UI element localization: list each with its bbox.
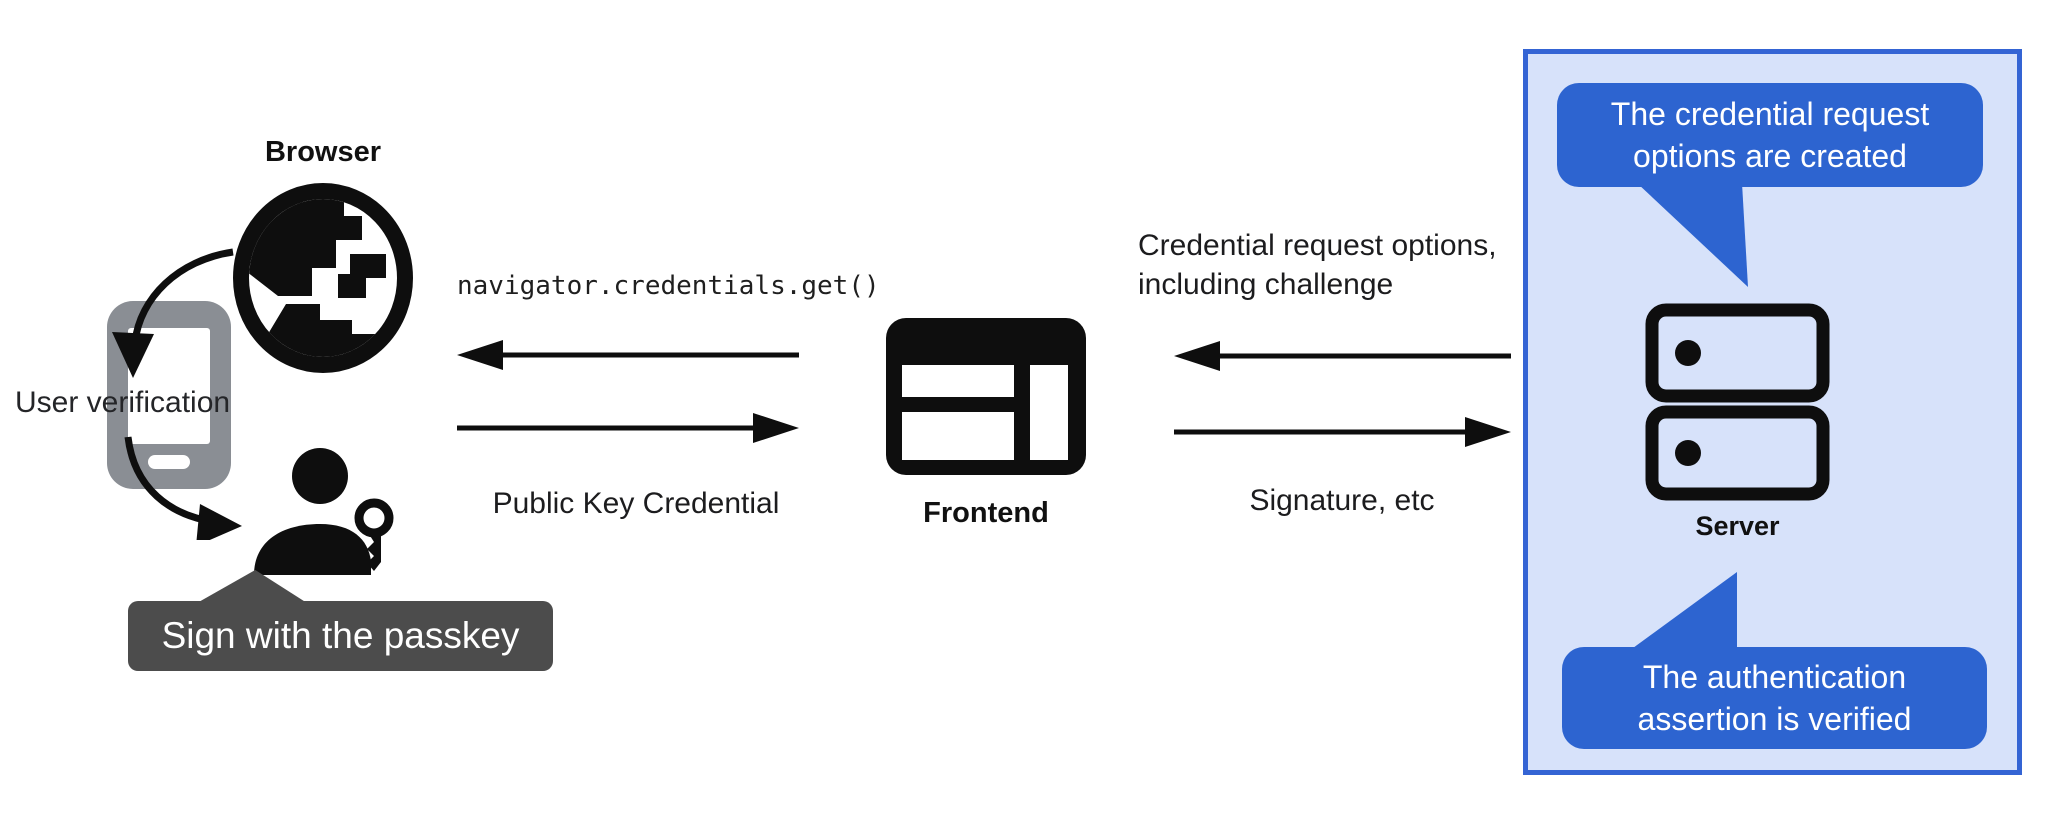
curved-flow-arrows: [112, 248, 242, 540]
browser-window-icon: [886, 318, 1086, 475]
globe-icon: [233, 183, 413, 373]
passkey-tooltip: Sign with the passkey: [128, 601, 553, 671]
frontend-label: Frontend: [923, 497, 1049, 529]
arrow-frontend-to-browser: [457, 340, 799, 370]
speech-bubble-bottom-line2: assertion is verified: [1637, 701, 1912, 737]
signature-label: Signature, etc: [1249, 484, 1435, 517]
speech-bubble-bottom: The authentication assertion is verified: [1562, 647, 1987, 749]
public-key-credential-label: Public Key Credential: [492, 487, 780, 520]
speech-bubble-top-tail: [1637, 183, 1748, 287]
smartphone-icon: [107, 301, 231, 489]
key-icon: [354, 498, 394, 571]
arrow-browser-to-phone: [131, 248, 234, 343]
server-stack-icon: [1645, 303, 1830, 501]
speech-bubble-bottom-line1: The authentication: [1642, 659, 1907, 695]
server-label: Server: [1695, 511, 1780, 541]
speech-bubble-top: The credential request options are creat…: [1557, 83, 1983, 187]
credential-request-line1: Credential request options,: [1138, 229, 1497, 262]
arrow-browser-to-frontend: [457, 413, 799, 443]
credentials-get-call-label: navigator.credentials.get(): [457, 271, 880, 301]
speech-bubble-bottom-tail: [1633, 572, 1737, 648]
user-verification-label: User verification: [15, 386, 231, 419]
arrow-browser-to-phone-head: [112, 332, 154, 378]
person-with-key-icon: [254, 448, 394, 575]
arrow-server-to-frontend: [1174, 341, 1511, 371]
credential-request-options-label: Credential request options, including ch…: [1138, 226, 1497, 304]
passkey-tooltip-text: Sign with the passkey: [161, 615, 520, 656]
speech-bubble-top-line1: The credential request: [1610, 96, 1930, 132]
credential-request-line2: including challenge: [1138, 268, 1394, 301]
speech-bubble-top-line2: options are created: [1633, 138, 1907, 174]
browser-label: Browser: [264, 136, 382, 168]
arrow-phone-to-user-head: [196, 504, 242, 540]
arrow-frontend-to-server: [1174, 417, 1511, 447]
